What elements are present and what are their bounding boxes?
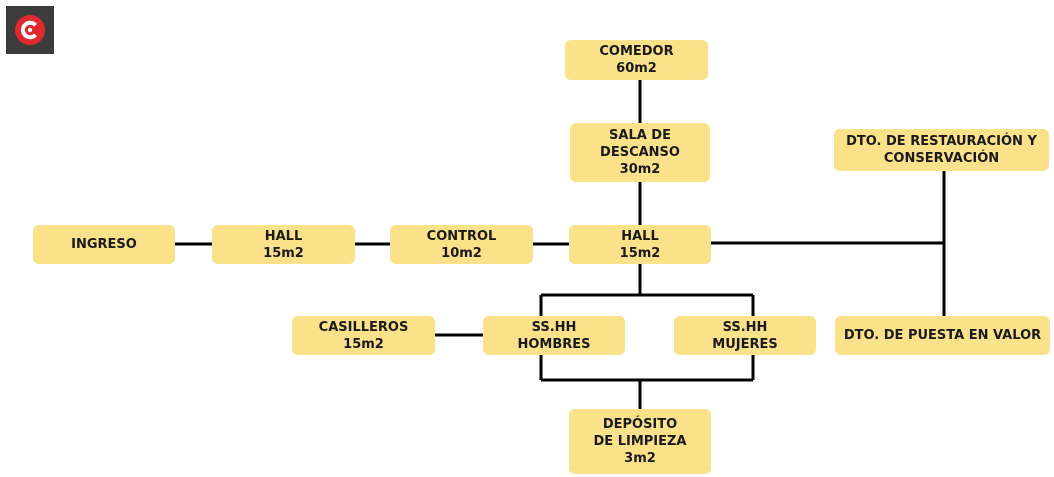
node-dto-puesta-valor-line-1: DTO. DE PUESTA EN VALOR	[843, 328, 1042, 343]
node-sala-descanso-line-3: 30m2	[619, 162, 661, 177]
node-sshh-hombres: SS.HH HOMBRES	[483, 316, 625, 355]
copyright-logo-icon	[6, 6, 54, 54]
node-hall-2-line-2: 15m2	[619, 245, 661, 261]
node-comedor-line-2: 60m2	[616, 61, 657, 76]
node-sala-descanso: SALA DE DESCANSO 30m2	[570, 123, 710, 182]
node-sshh-mujeres-line-2: MUJERES	[712, 336, 778, 352]
node-casilleros-line-1: CASILLEROS	[318, 319, 409, 335]
node-sala-descanso-line-2: DESCANSO	[600, 145, 680, 160]
node-hall-2-line-1: HALL	[621, 228, 659, 244]
copyright-circle-icon	[15, 15, 45, 45]
node-deposito-limpieza-line-1: DEPÓSITO	[602, 417, 678, 432]
node-sshh-mujeres-line-1: SS.HH	[722, 319, 768, 335]
node-control-line-2: 10m2	[441, 245, 482, 261]
node-control-line-1: CONTROL	[426, 228, 497, 244]
node-sshh-hombres-line-1: SS.HH	[531, 319, 577, 335]
node-sshh-mujeres: SS.HH MUJERES	[674, 316, 816, 355]
node-comedor-line-1: COMEDOR	[599, 44, 674, 59]
node-dto-puesta-valor: DTO. DE PUESTA EN VALOR	[835, 316, 1050, 355]
node-hall-1-line-1: HALL	[264, 228, 303, 244]
node-sala-descanso-line-1: SALA DE	[609, 128, 671, 143]
node-hall-2: HALL 15m2	[569, 225, 711, 264]
node-hall-1: HALL 15m2	[212, 225, 355, 264]
node-deposito-limpieza-line-3: 3m2	[624, 451, 656, 466]
node-ingreso: INGRESO	[33, 225, 175, 264]
node-casilleros: CASILLEROS 15m2	[292, 316, 435, 355]
node-deposito-limpieza: DEPÓSITO DE LIMPIEZA 3m2	[569, 409, 711, 474]
node-hall-1-line-2: 15m2	[263, 245, 304, 261]
node-dto-restauracion-line-1: DTO. DE RESTAURACIÓN Y	[846, 134, 1037, 149]
node-dto-restauracion-line-2: CONSERVACIÓN	[883, 151, 1000, 166]
node-casilleros-line-2: 15m2	[343, 336, 384, 352]
node-comedor: COMEDOR 60m2	[565, 40, 708, 80]
node-deposito-limpieza-line-2: DE LIMPIEZA	[593, 434, 687, 449]
node-sshh-hombres-line-2: HOMBRES	[517, 336, 591, 352]
node-dto-restauracion: DTO. DE RESTAURACIÓN Y CONSERVACIÓN	[834, 129, 1049, 171]
node-control: CONTROL 10m2	[390, 225, 533, 264]
node-ingreso-line-1: INGRESO	[71, 237, 137, 252]
